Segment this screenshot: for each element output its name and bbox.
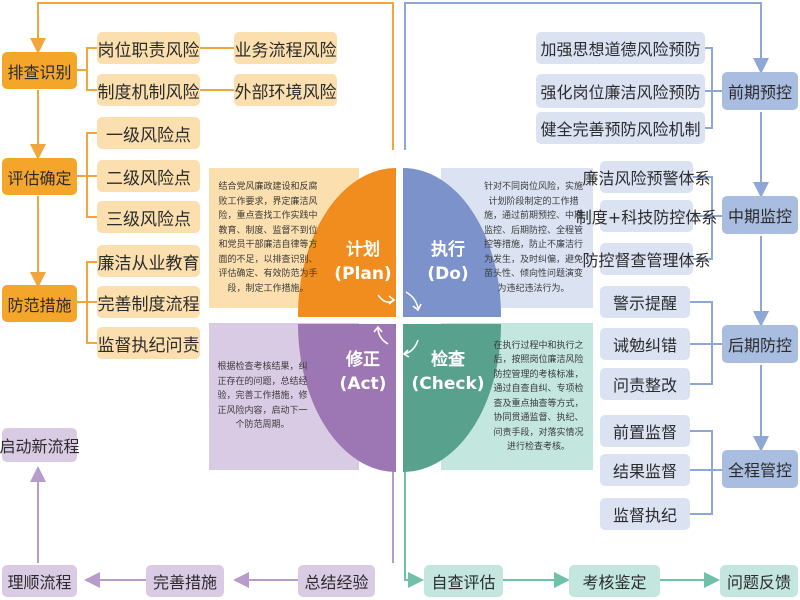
do-description: 针对不同岗位风险，实施计划阶段制定的工作措施，通过前期预控、中期监控、后期防控、… (483, 182, 583, 294)
assess-item-3: 三级风险点 (97, 201, 200, 233)
mid-box: 中期监控 (722, 196, 798, 234)
mid-item-1: 廉洁风险预警体系 (583, 161, 711, 193)
late-item-1: 警示提醒 (600, 286, 690, 318)
act-title: 修正 (346, 350, 380, 370)
plan-subtitle: (Plan) (334, 264, 392, 284)
check-label: 检查 (Check) (403, 348, 493, 396)
green-connectors (404, 470, 720, 588)
whole-item-3: 监督执纪 (600, 498, 690, 530)
early-box: 前期预控 (722, 72, 798, 110)
identify-box: 排查识别 (2, 52, 77, 89)
mid-item-3: 防控督查管理体系 (583, 243, 711, 275)
assess-item-2: 二级风险点 (97, 160, 200, 192)
restart-box: 启动新流程 (0, 428, 80, 462)
act-subtitle: (Act) (339, 374, 387, 394)
check-description: 在执行过程中和执行之后，按照岗位廉洁风险防控管理的考核标准，通过自查自纠、专项检… (493, 340, 584, 453)
cycle-arrows (373, 291, 422, 358)
do-subtitle: (Do) (427, 264, 469, 284)
purple-step-1: 理顺流程 (2, 565, 77, 597)
late-box: 后期防控 (722, 325, 798, 363)
do-title: 执行 (431, 240, 465, 260)
mid-item-2: 制度+科技防控体系 (576, 200, 717, 232)
late-item-3: 问责整改 (600, 368, 690, 400)
check-subtitle: (Check) (411, 374, 485, 394)
whole-box: 全程管控 (722, 450, 798, 488)
assess-box: 评估确定 (2, 158, 77, 195)
act-quadrant (298, 324, 396, 472)
do-label: 执行 (Do) (403, 238, 493, 286)
green-step-3: 问题反馈 (720, 565, 798, 597)
plan-description: 结合党风廉政建设和反腐败工作要求，界定廉洁风险，重点查找工作实践中教育、制度、监… (218, 182, 318, 294)
purple-step-3: 总结经验 (298, 565, 375, 597)
identify-item-4: 外部环境风险 (234, 74, 337, 106)
identify-item-2: 业务流程风险 (234, 32, 337, 64)
identify-item-1: 岗位职责风险 (97, 32, 200, 64)
early-item-1: 加强思想道德风险预防 (536, 32, 705, 64)
early-item-2: 强化岗位廉洁风险预防 (536, 74, 705, 108)
green-step-1: 自查评估 (424, 565, 503, 597)
prevent-item-3: 监督执纪问责 (97, 327, 200, 359)
prevent-item-2: 完善制度流程 (97, 286, 200, 318)
act-label: 修正 (Act) (318, 348, 408, 396)
assess-item-1: 一级风险点 (97, 117, 200, 149)
act-description: 根据检查考核结果，纠正存在的问题，总结经验，完善工作措施，修正风险内容，启动下一… (217, 362, 308, 431)
early-item-3: 健全完善预防风险机制 (536, 112, 705, 144)
purple-connectors (30, 466, 394, 588)
plan-quadrant (297, 168, 396, 317)
whole-item-2: 结果监督 (600, 454, 690, 486)
late-item-2: 诫勉纠错 (600, 328, 690, 360)
whole-item-1: 前置监督 (600, 415, 690, 447)
prevent-item-1: 廉洁从业教育 (97, 245, 200, 277)
check-title: 检查 (431, 350, 465, 370)
identify-item-3: 制度机制风险 (97, 74, 200, 106)
blue-connectors (404, 2, 769, 515)
plan-label: 计划 (Plan) (318, 238, 408, 286)
plan-title: 计划 (346, 240, 380, 260)
purple-step-2: 完善措施 (146, 565, 224, 597)
orange-connectors (30, 2, 394, 344)
do-quadrant (403, 168, 502, 317)
prevent-box: 防范措施 (2, 285, 77, 322)
check-quadrant (403, 324, 501, 472)
green-step-2: 考核鉴定 (569, 565, 660, 597)
